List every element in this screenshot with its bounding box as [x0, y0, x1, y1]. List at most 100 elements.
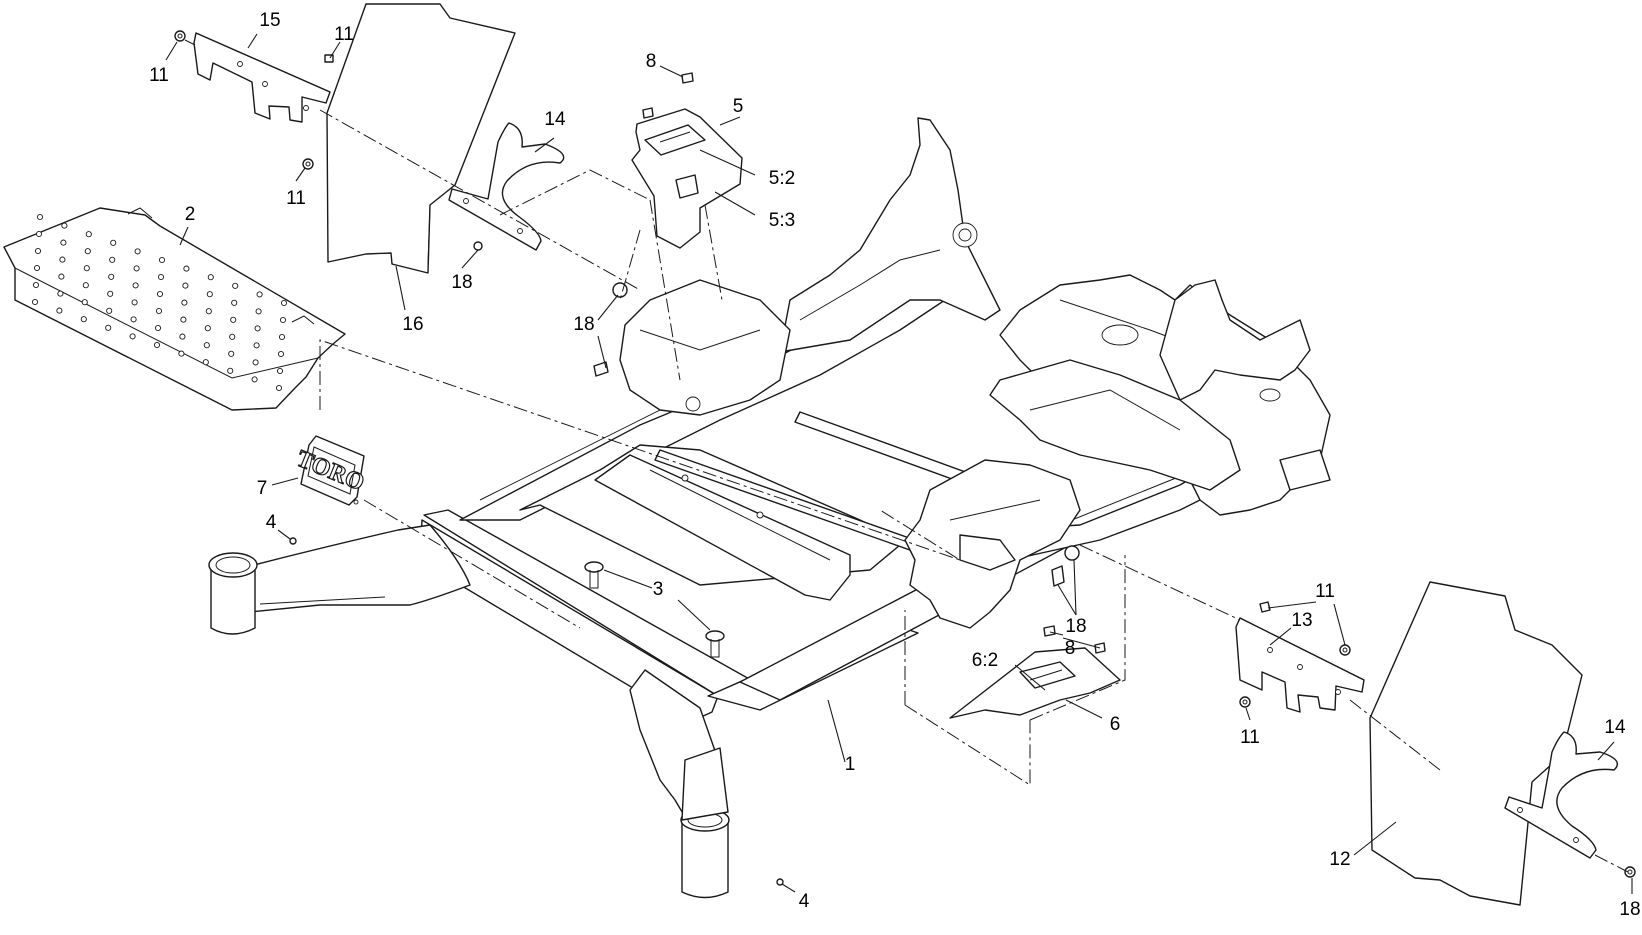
callout-14: 14: [1604, 717, 1626, 738]
callout-leaders: [165, 33, 1633, 894]
plate-perforation: [253, 342, 260, 349]
plate-perforation: [80, 316, 87, 323]
plate-perforation: [129, 333, 136, 340]
plate-perforation: [56, 307, 63, 314]
callout-11: 11: [334, 24, 354, 45]
plate-perforation: [153, 341, 161, 349]
plate-perforation: [33, 264, 41, 272]
plate-perforation: [183, 265, 190, 272]
plate-perforation: [278, 333, 286, 341]
callout-5-3: 5:3: [769, 210, 795, 231]
plate-perforation: [108, 273, 115, 280]
plate-perforation: [179, 333, 186, 340]
plate-perforation: [229, 333, 236, 340]
plate-perforation: [132, 282, 139, 289]
plate-perforation: [157, 273, 165, 281]
hardware-fasteners: [174, 30, 1636, 886]
callout-5: 5: [733, 96, 744, 117]
callout-2: 2: [185, 204, 196, 225]
plate-perforation: [276, 367, 284, 375]
callout-18: 18: [1065, 616, 1086, 637]
callout-1: 1: [845, 754, 856, 775]
callout-6-2: 6:2: [972, 650, 998, 671]
plate-perforation: [134, 248, 141, 255]
plate-perforation: [109, 256, 116, 263]
plate-perforation: [206, 291, 213, 298]
plate-perforation: [205, 308, 212, 315]
plate-perforation: [279, 316, 287, 324]
callout-11: 11: [286, 188, 306, 209]
plate-perforation: [207, 274, 214, 281]
plate-perforation: [202, 359, 209, 366]
plate-perforation: [81, 299, 88, 306]
handle-part-14-right: [1504, 731, 1618, 859]
plate-perforation: [280, 299, 288, 307]
callout-11: 11: [1240, 727, 1260, 748]
plate-perforation: [83, 265, 90, 272]
plate-perforation: [156, 290, 164, 298]
plate-perforation: [256, 291, 263, 298]
plate-perforation: [204, 325, 211, 332]
callout-3: 3: [653, 579, 664, 600]
callout-13: 13: [1291, 610, 1312, 631]
bracket-part-5: [631, 108, 743, 249]
bracket-part-15: [193, 32, 331, 123]
plate-perforation: [133, 265, 140, 272]
callout-4: 4: [799, 891, 810, 912]
callout-18: 18: [1619, 899, 1640, 920]
callout-11: 11: [1315, 581, 1335, 602]
plate-perforation: [131, 299, 138, 306]
plate-perforation: [232, 282, 239, 289]
plate-perforation: [105, 324, 112, 331]
plate-perforation: [203, 342, 210, 349]
callout-16: 16: [402, 314, 423, 335]
plate-perforation: [227, 367, 234, 374]
plate-perforation: [32, 281, 40, 289]
assembly-center-lines: [184, 39, 1629, 873]
callout-4: 4: [266, 512, 277, 533]
plate-perforation: [107, 290, 114, 297]
plate-perforation: [59, 256, 66, 263]
plate-perforation: [84, 248, 91, 255]
plate-perforation: [82, 282, 89, 289]
plate-perforation: [85, 231, 92, 238]
plate-perforation: [255, 308, 262, 315]
plate-perforation: [36, 213, 44, 221]
callout-14: 14: [544, 109, 566, 130]
plate-perforation: [61, 222, 68, 229]
plate-perforation: [254, 325, 261, 332]
plate-perforation: [57, 290, 64, 297]
callout-11: 11: [149, 65, 169, 86]
plate-perforation: [228, 350, 235, 357]
callout-15: 15: [259, 10, 280, 31]
plate-perforation: [178, 350, 185, 357]
plate-perforation: [130, 316, 137, 323]
shield-panel-part-12: [1369, 581, 1583, 906]
plate-perforation: [275, 384, 283, 392]
callout-18: 18: [573, 314, 594, 335]
plate-perforation: [58, 273, 65, 280]
plate-perforation: [252, 359, 259, 366]
callout-6: 6: [1110, 714, 1121, 735]
shield-panel-part-16: [326, 3, 516, 274]
plate-perforation: [251, 376, 258, 383]
plate-perforation: [158, 256, 166, 264]
callout-labels: 15 11 11 11 14 2 16 18 8 5 5:2 5:3 18 7 …: [149, 10, 1640, 920]
plate-perforation: [31, 298, 39, 306]
plate-perforation: [110, 239, 117, 246]
toro-logo-badge-part-7: TORO: [292, 435, 368, 506]
plate-perforation: [182, 282, 189, 289]
bracket-part-6: [949, 647, 1121, 719]
plate-perforation: [106, 307, 113, 314]
callout-8: 8: [646, 51, 657, 72]
plate-perforation: [231, 299, 238, 306]
callout-18: 18: [451, 272, 472, 293]
plate-perforation: [154, 324, 162, 332]
plate-perforation: [34, 247, 42, 255]
plate-perforation: [155, 307, 163, 315]
main-frame-part-1: [208, 117, 1331, 899]
callout-7: 7: [257, 478, 268, 499]
plate-perforation: [277, 350, 285, 358]
